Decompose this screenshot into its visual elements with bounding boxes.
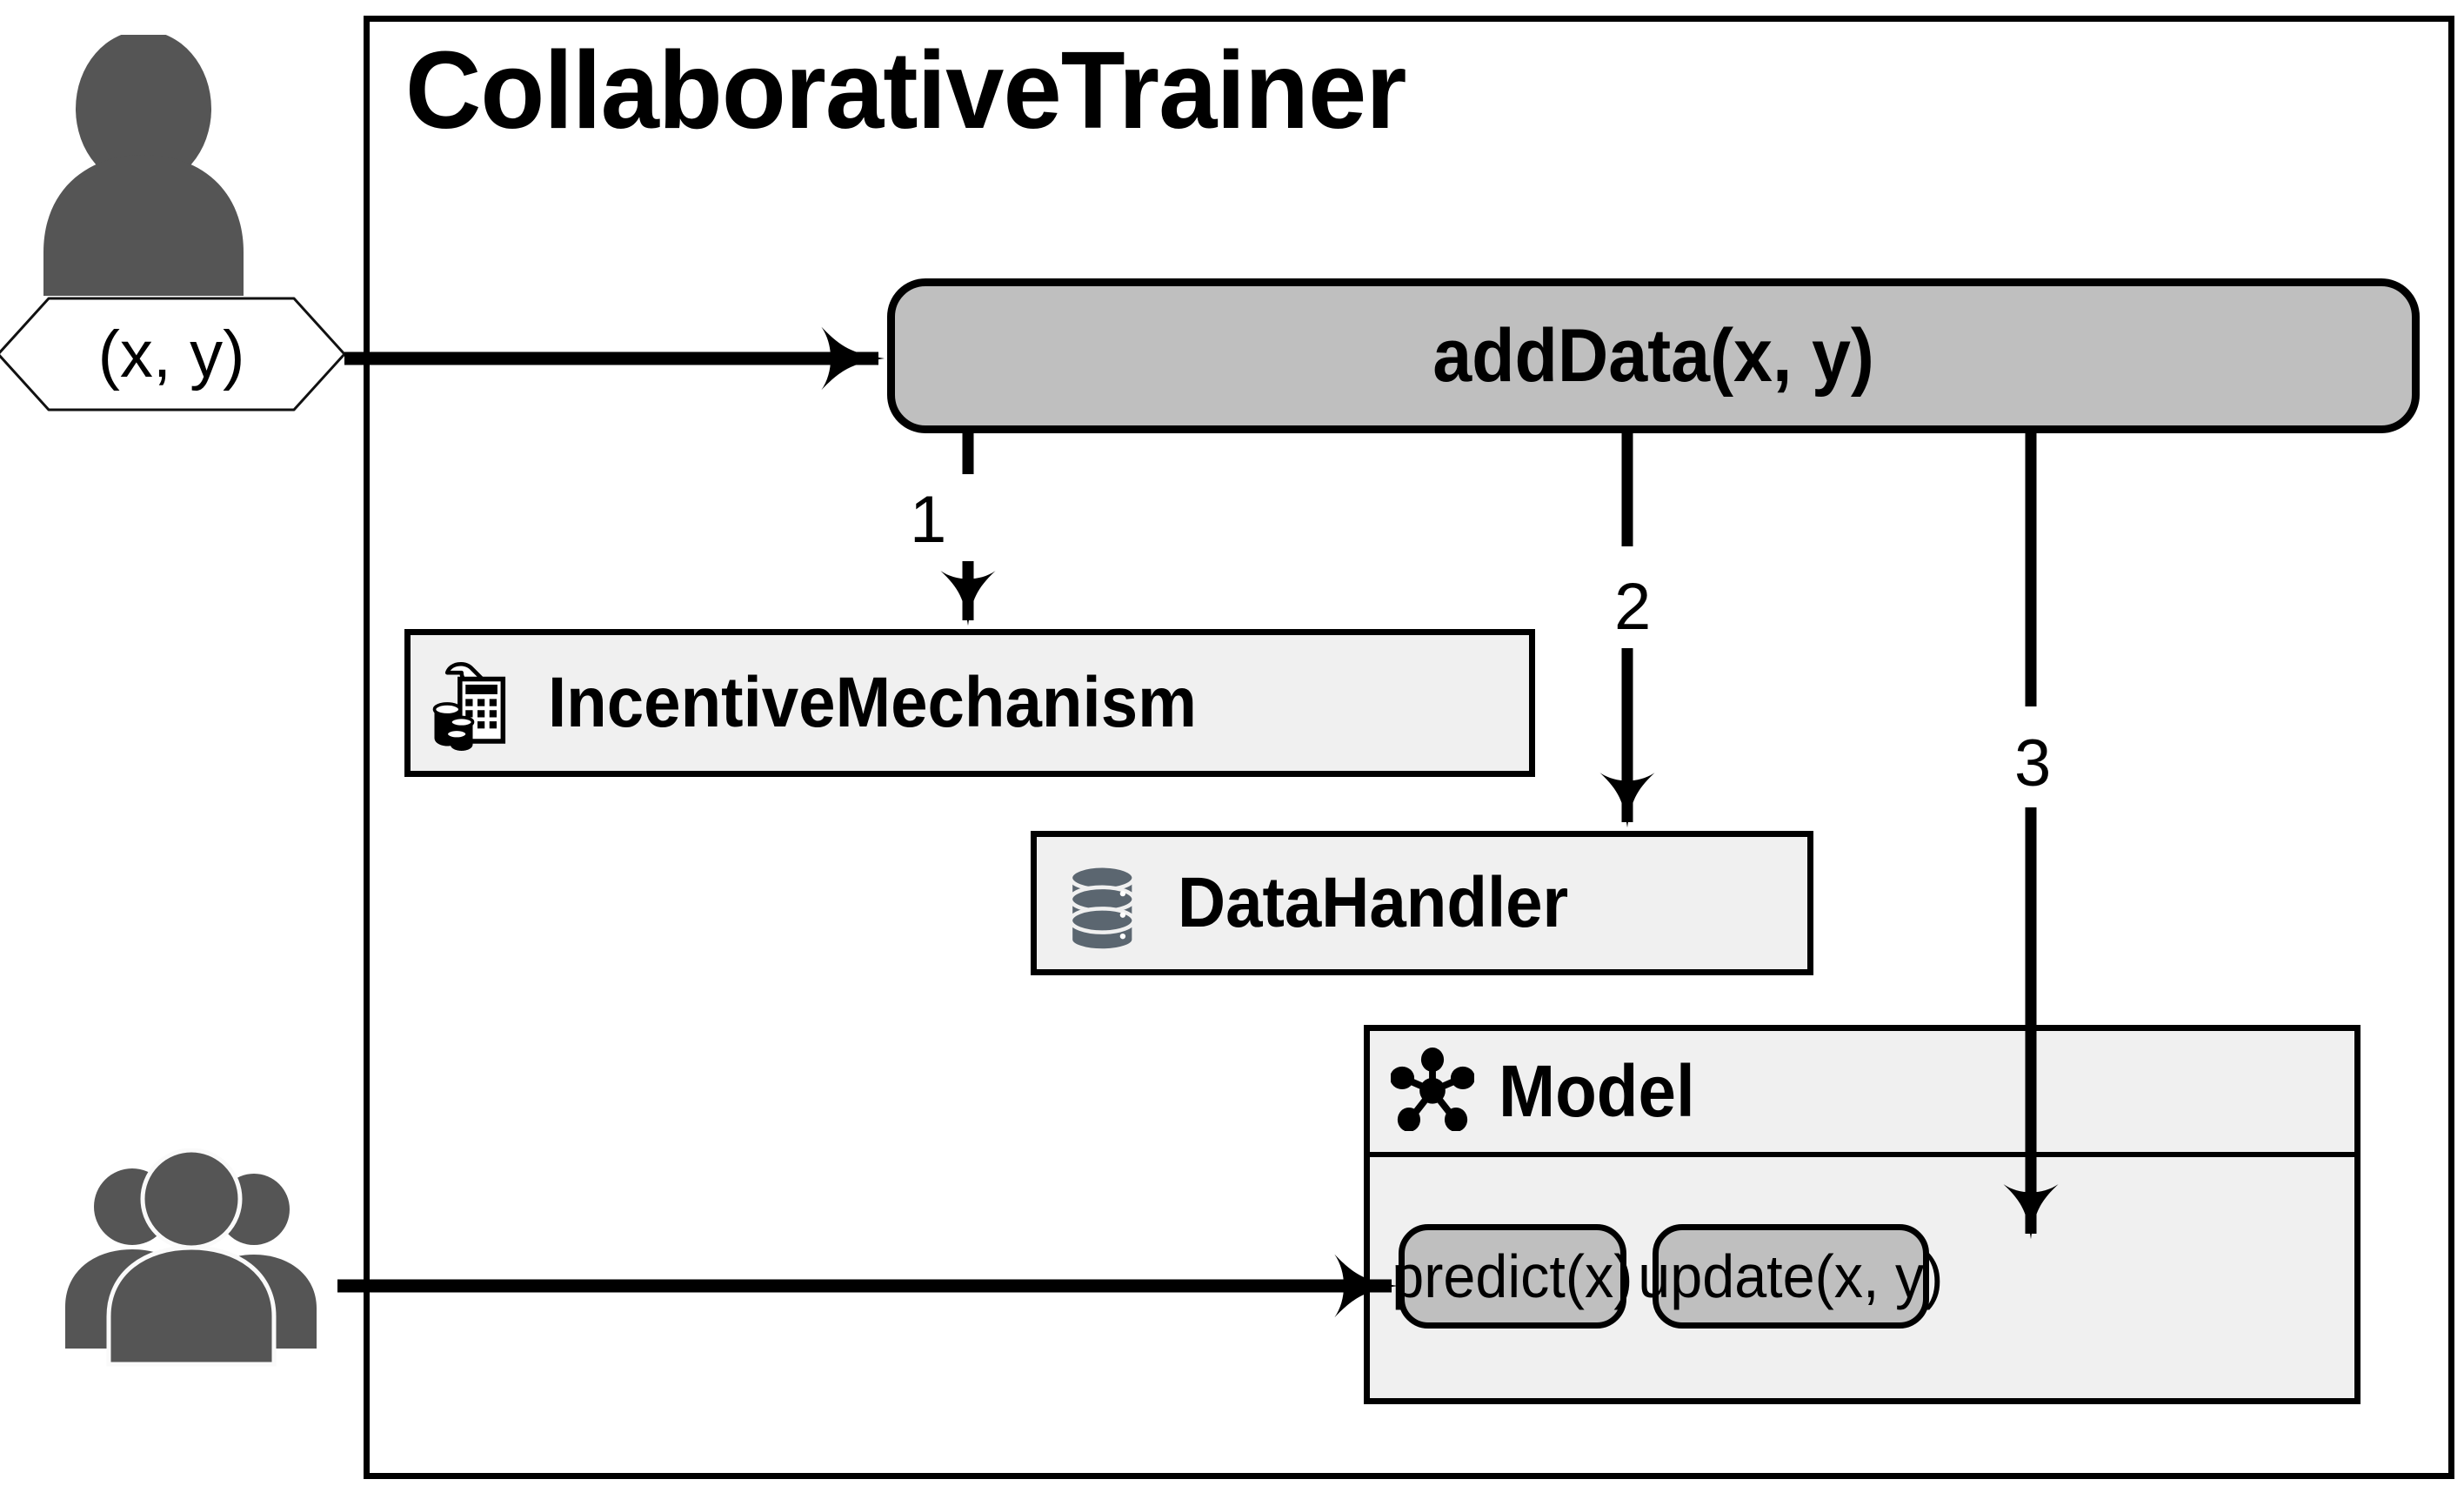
model-label: Model	[1499, 1050, 1695, 1132]
incentive-mechanism-label: IncentiveMechanism	[548, 663, 1197, 742]
model-method-update[interactable]: update(x, y)	[1638, 1224, 1944, 1329]
component-incentive-mechanism[interactable]: IncentiveMechanism	[404, 629, 1535, 777]
predict-label: predict(x)	[1392, 1242, 1633, 1310]
calculator-receipt-coins-icon	[430, 655, 525, 751]
update-label: update(x, y)	[1638, 1242, 1944, 1310]
model-header: Model	[1370, 1031, 2354, 1157]
data-badge-xy: (x, y)	[0, 296, 348, 412]
collaborative-trainer-frame	[364, 16, 2454, 1479]
model-method-predict[interactable]: predict(x)	[1392, 1224, 1633, 1329]
step-label-1: 1	[910, 483, 947, 557]
step-label-2: 2	[1614, 570, 1652, 644]
data-handler-label: DataHandler	[1178, 863, 1569, 942]
model-methods-area: predict(x) update(x, y)	[1370, 1157, 2354, 1404]
users-group-icon	[65, 1148, 317, 1367]
add-data-entry-point[interactable]: addData(x, y)	[887, 278, 2420, 433]
network-hub-icon	[1390, 1048, 1475, 1135]
page-title: CollaborativeTrainer	[405, 29, 1406, 151]
component-data-handler[interactable]: DataHandler	[1031, 831, 1813, 975]
user-group-actor	[26, 1148, 339, 1375]
single-user-actor	[35, 30, 252, 296]
user-icon	[43, 30, 244, 296]
step-label-3: 3	[2014, 726, 2052, 800]
component-model[interactable]: Model predict(x) update(x, y)	[1364, 1025, 2360, 1404]
data-badge-label: (x, y)	[97, 317, 245, 392]
database-stack-icon	[1061, 855, 1148, 951]
hexagon-badge-shape	[0, 297, 346, 412]
add-data-label: addData(x, y)	[1432, 313, 1874, 398]
